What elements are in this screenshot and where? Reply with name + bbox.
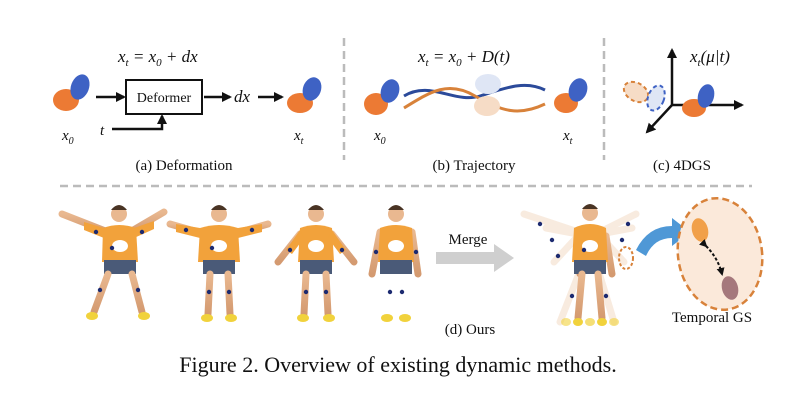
temporal-gs-orange: [691, 218, 709, 242]
panel-b-caption: (b) Trajectory: [433, 158, 516, 174]
panel-a-t-label: t: [100, 123, 105, 139]
person-figure-4: [368, 205, 422, 322]
merged-person-overlay: [520, 204, 640, 326]
panel-c-equation: xt(μ|t): [689, 47, 730, 69]
temporal-gs-label: Temporal GS: [672, 310, 752, 326]
gaussian-pair-output-a: [287, 77, 322, 113]
4dgs-dashed-orange: [622, 80, 650, 104]
temporal-gs-callout: [676, 196, 764, 312]
gaussian-pair-input-a: [53, 74, 90, 111]
gaussian-pair-input-b: [364, 79, 400, 115]
temporal-gs-mauve: [721, 276, 739, 300]
figure-caption: Figure 2. Overview of existing dynamic m…: [179, 352, 616, 377]
pointer-arrow: [636, 218, 690, 256]
person-figure-3: [274, 205, 358, 322]
panel-b-trajectory: xt = x0 + D(t) x0 xt (b) Trajectory: [364, 47, 588, 174]
panel-b-x0-label: x0: [373, 128, 386, 147]
panel-a-xt-label: xt: [293, 128, 304, 147]
panel-d-ours: Merge: [58, 196, 764, 338]
panel-c-caption: (c) 4DGS: [653, 158, 711, 174]
person-figure-2: [166, 205, 272, 322]
highlight-ring: [618, 246, 634, 270]
4dgs-solid-blue: [697, 84, 715, 108]
person-figure-1: [58, 205, 168, 320]
panel-a-dx-label: dx: [234, 87, 251, 106]
trajectory-ghost-blue: [475, 74, 501, 94]
panel-b-xt-label: xt: [562, 128, 573, 147]
temporal-link-arrow: [698, 238, 725, 276]
panel-b-equation: xt = x0 + D(t): [417, 47, 510, 69]
panel-a-equation: xt = x0 + dx: [117, 47, 198, 69]
merge-label: Merge: [449, 232, 488, 248]
merge-arrow: [436, 244, 514, 272]
panel-c-4dgs: xt(μ|t) (c) 4DGS: [622, 47, 744, 174]
axis-y: [645, 104, 673, 134]
trajectory-curve-blue: [403, 83, 546, 100]
4dgs-dashed-blue: [646, 84, 666, 112]
panel-a-x0-label: x0: [61, 128, 74, 147]
deformer-box-label: Deformer: [137, 91, 192, 106]
gaussian-pair-output-b: [554, 78, 588, 113]
arrow-t-to-deformer: [112, 114, 167, 131]
panel-d-caption: (d) Ours: [445, 322, 496, 338]
panel-a-caption: (a) Deformation: [135, 158, 233, 174]
trajectory-ghost-orange: [474, 96, 500, 116]
panel-a-deformation: xt = x0 + dx x0 Deformer t dx xt (a) Def…: [53, 47, 322, 174]
trajectory-curve-orange: [403, 87, 546, 113]
